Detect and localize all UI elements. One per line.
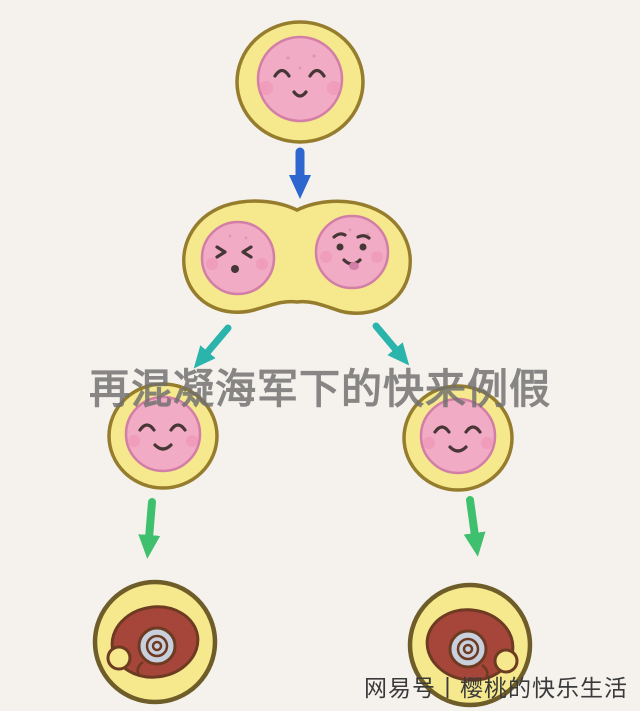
watermark-text: 再混凝海军下的快来例假 — [89, 365, 551, 413]
embryo-core — [137, 626, 177, 666]
credit-separator: 丨 — [436, 676, 460, 702]
smiling-face-icon — [128, 423, 198, 451]
daughter-cell-left — [107, 382, 219, 490]
zygote-cell — [235, 20, 365, 144]
embryo-cell-right — [407, 582, 533, 708]
dividing-cell — [182, 199, 412, 315]
source-credit: 网易号丨樱桃的快乐生活 — [364, 669, 628, 703]
cell-nucleus — [124, 395, 202, 473]
right-nucleus — [314, 214, 390, 290]
smiling-face-icon — [423, 425, 493, 453]
arrow-down-icon — [463, 496, 486, 557]
embryo-notch — [106, 645, 132, 671]
left-nucleus — [200, 220, 276, 296]
cell-nucleus — [419, 397, 497, 475]
arrow-down-icon — [138, 498, 161, 559]
embryo-core — [448, 629, 488, 669]
tongue-out-face-icon — [320, 228, 383, 270]
embryo-notch — [493, 648, 519, 674]
arrow-down-right-icon — [372, 322, 410, 366]
daughter-cell-right — [402, 384, 514, 492]
credit-account: 樱桃的快乐生活 — [460, 676, 628, 702]
embryo-cell-left — [92, 579, 218, 705]
happy-face-icon — [259, 54, 341, 98]
arrow-down-left-icon — [193, 324, 232, 369]
cell-nucleus — [256, 35, 344, 123]
credit-brand: 网易号 — [364, 676, 436, 702]
squinting-face-icon — [206, 234, 268, 273]
